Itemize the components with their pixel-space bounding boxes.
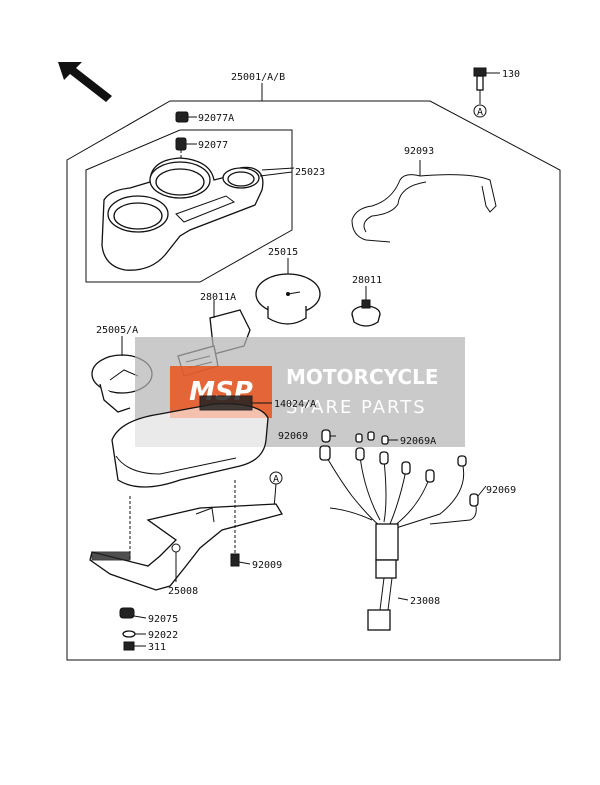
label-14024: 14024/A — [274, 399, 316, 410]
washer-92022 — [122, 630, 146, 638]
lower-housing — [111, 395, 272, 560]
front-direction-arrow — [58, 62, 112, 102]
meter-case-25023 — [101, 157, 293, 271]
bulbs-92069a — [355, 431, 398, 445]
label-25023: 25023 — [295, 167, 325, 178]
nut-92077a — [175, 111, 197, 123]
label-92069a: 92069A — [400, 436, 436, 447]
leader-92069-right — [477, 485, 487, 497]
label-25015: 25015 — [268, 247, 298, 258]
socket-28011 — [351, 286, 381, 327]
bolt-130 — [473, 67, 500, 118]
gauge-25015 — [255, 258, 321, 325]
label-92077: 92077 — [198, 140, 228, 151]
case-group-outline — [85, 129, 293, 283]
leader-25023 — [261, 167, 295, 171]
label-28011: 28011 — [352, 275, 382, 286]
label-a-bottom: A — [273, 474, 279, 485]
label-130: 130 — [502, 69, 520, 80]
label-28011a: 28011A — [200, 292, 236, 303]
label-25001: 25001/A/B — [231, 72, 285, 83]
grommet-92075 — [119, 607, 147, 619]
label-92093: 92093 — [404, 146, 434, 157]
label-a-top: A — [477, 107, 483, 118]
nut-311 — [123, 641, 146, 651]
nut-92077 — [175, 137, 197, 182]
screw-92009 — [230, 480, 251, 567]
band-92093 — [351, 160, 497, 243]
label-92069-left: 92069 — [278, 431, 308, 442]
bulb-92069-left — [321, 429, 336, 443]
label-23008: 23008 — [410, 596, 440, 607]
label-92022: 92022 — [148, 630, 178, 641]
wiring-harness-23008 — [319, 445, 479, 631]
watermark-line1: MOTORCYCLE — [286, 365, 438, 389]
label-92075: 92075 — [148, 614, 178, 625]
bracket-25008 — [89, 503, 284, 591]
label-311: 311 — [148, 642, 166, 653]
label-92009: 92009 — [252, 560, 282, 571]
label-92069-right: 92069 — [486, 485, 516, 496]
assembly-outline — [66, 100, 561, 661]
watermark-line2: SPARE PARTS — [286, 397, 427, 418]
label-92077a: 92077A — [198, 113, 234, 124]
label-25008: 25008 — [168, 586, 198, 597]
label-25005: 25005/A — [96, 325, 138, 336]
